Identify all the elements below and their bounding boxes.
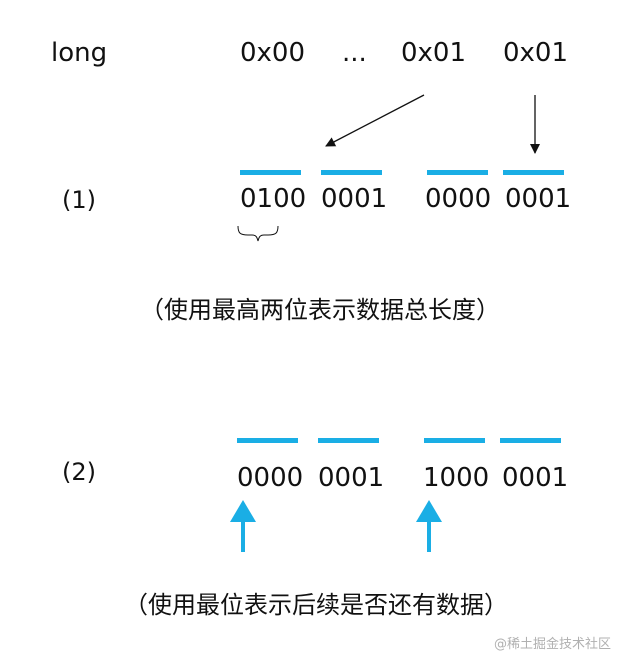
byte-ellipsis: ...	[342, 38, 367, 68]
row-1-group-1: 0100	[240, 184, 307, 214]
row-2-caption: （使用最位表示后续是否还有数据）	[124, 591, 508, 619]
byte-3: 0x01	[503, 38, 569, 68]
row-1-caption: （使用最高两位表示数据总长度）	[140, 296, 500, 324]
row-1-group-2: 0001	[321, 184, 388, 214]
row-2-bar-4	[500, 438, 561, 443]
up-arrow-icon-1	[230, 500, 256, 552]
diagonal-arrow-icon	[325, 94, 425, 147]
row-2-group-1: 0000	[237, 463, 304, 493]
type-label: long	[51, 38, 108, 68]
watermark: @稀土掘金技术社区	[494, 637, 612, 652]
byte-0: 0x00	[240, 38, 306, 68]
row-1-label: (1)	[62, 186, 96, 214]
row-2-bar-1	[237, 438, 298, 443]
row-2-group-2: 0001	[318, 463, 385, 493]
row-1-group-4: 0001	[505, 184, 572, 214]
row-1-bar-1	[240, 170, 301, 175]
row-2-group-4: 0001	[502, 463, 569, 493]
row-1-bar-2	[321, 170, 382, 175]
byte-2: 0x01	[401, 38, 467, 68]
brace-icon	[237, 225, 279, 242]
up-arrow-icon-2	[416, 500, 442, 552]
row-1-bar-3	[427, 170, 488, 175]
row-2-label: (2)	[62, 458, 96, 486]
row-2-group-3: 1000	[423, 463, 490, 493]
row-1-bar-4	[503, 170, 564, 175]
row-2-bar-2	[318, 438, 379, 443]
row-1-group-3: 0000	[425, 184, 492, 214]
row-2-bar-3	[424, 438, 485, 443]
